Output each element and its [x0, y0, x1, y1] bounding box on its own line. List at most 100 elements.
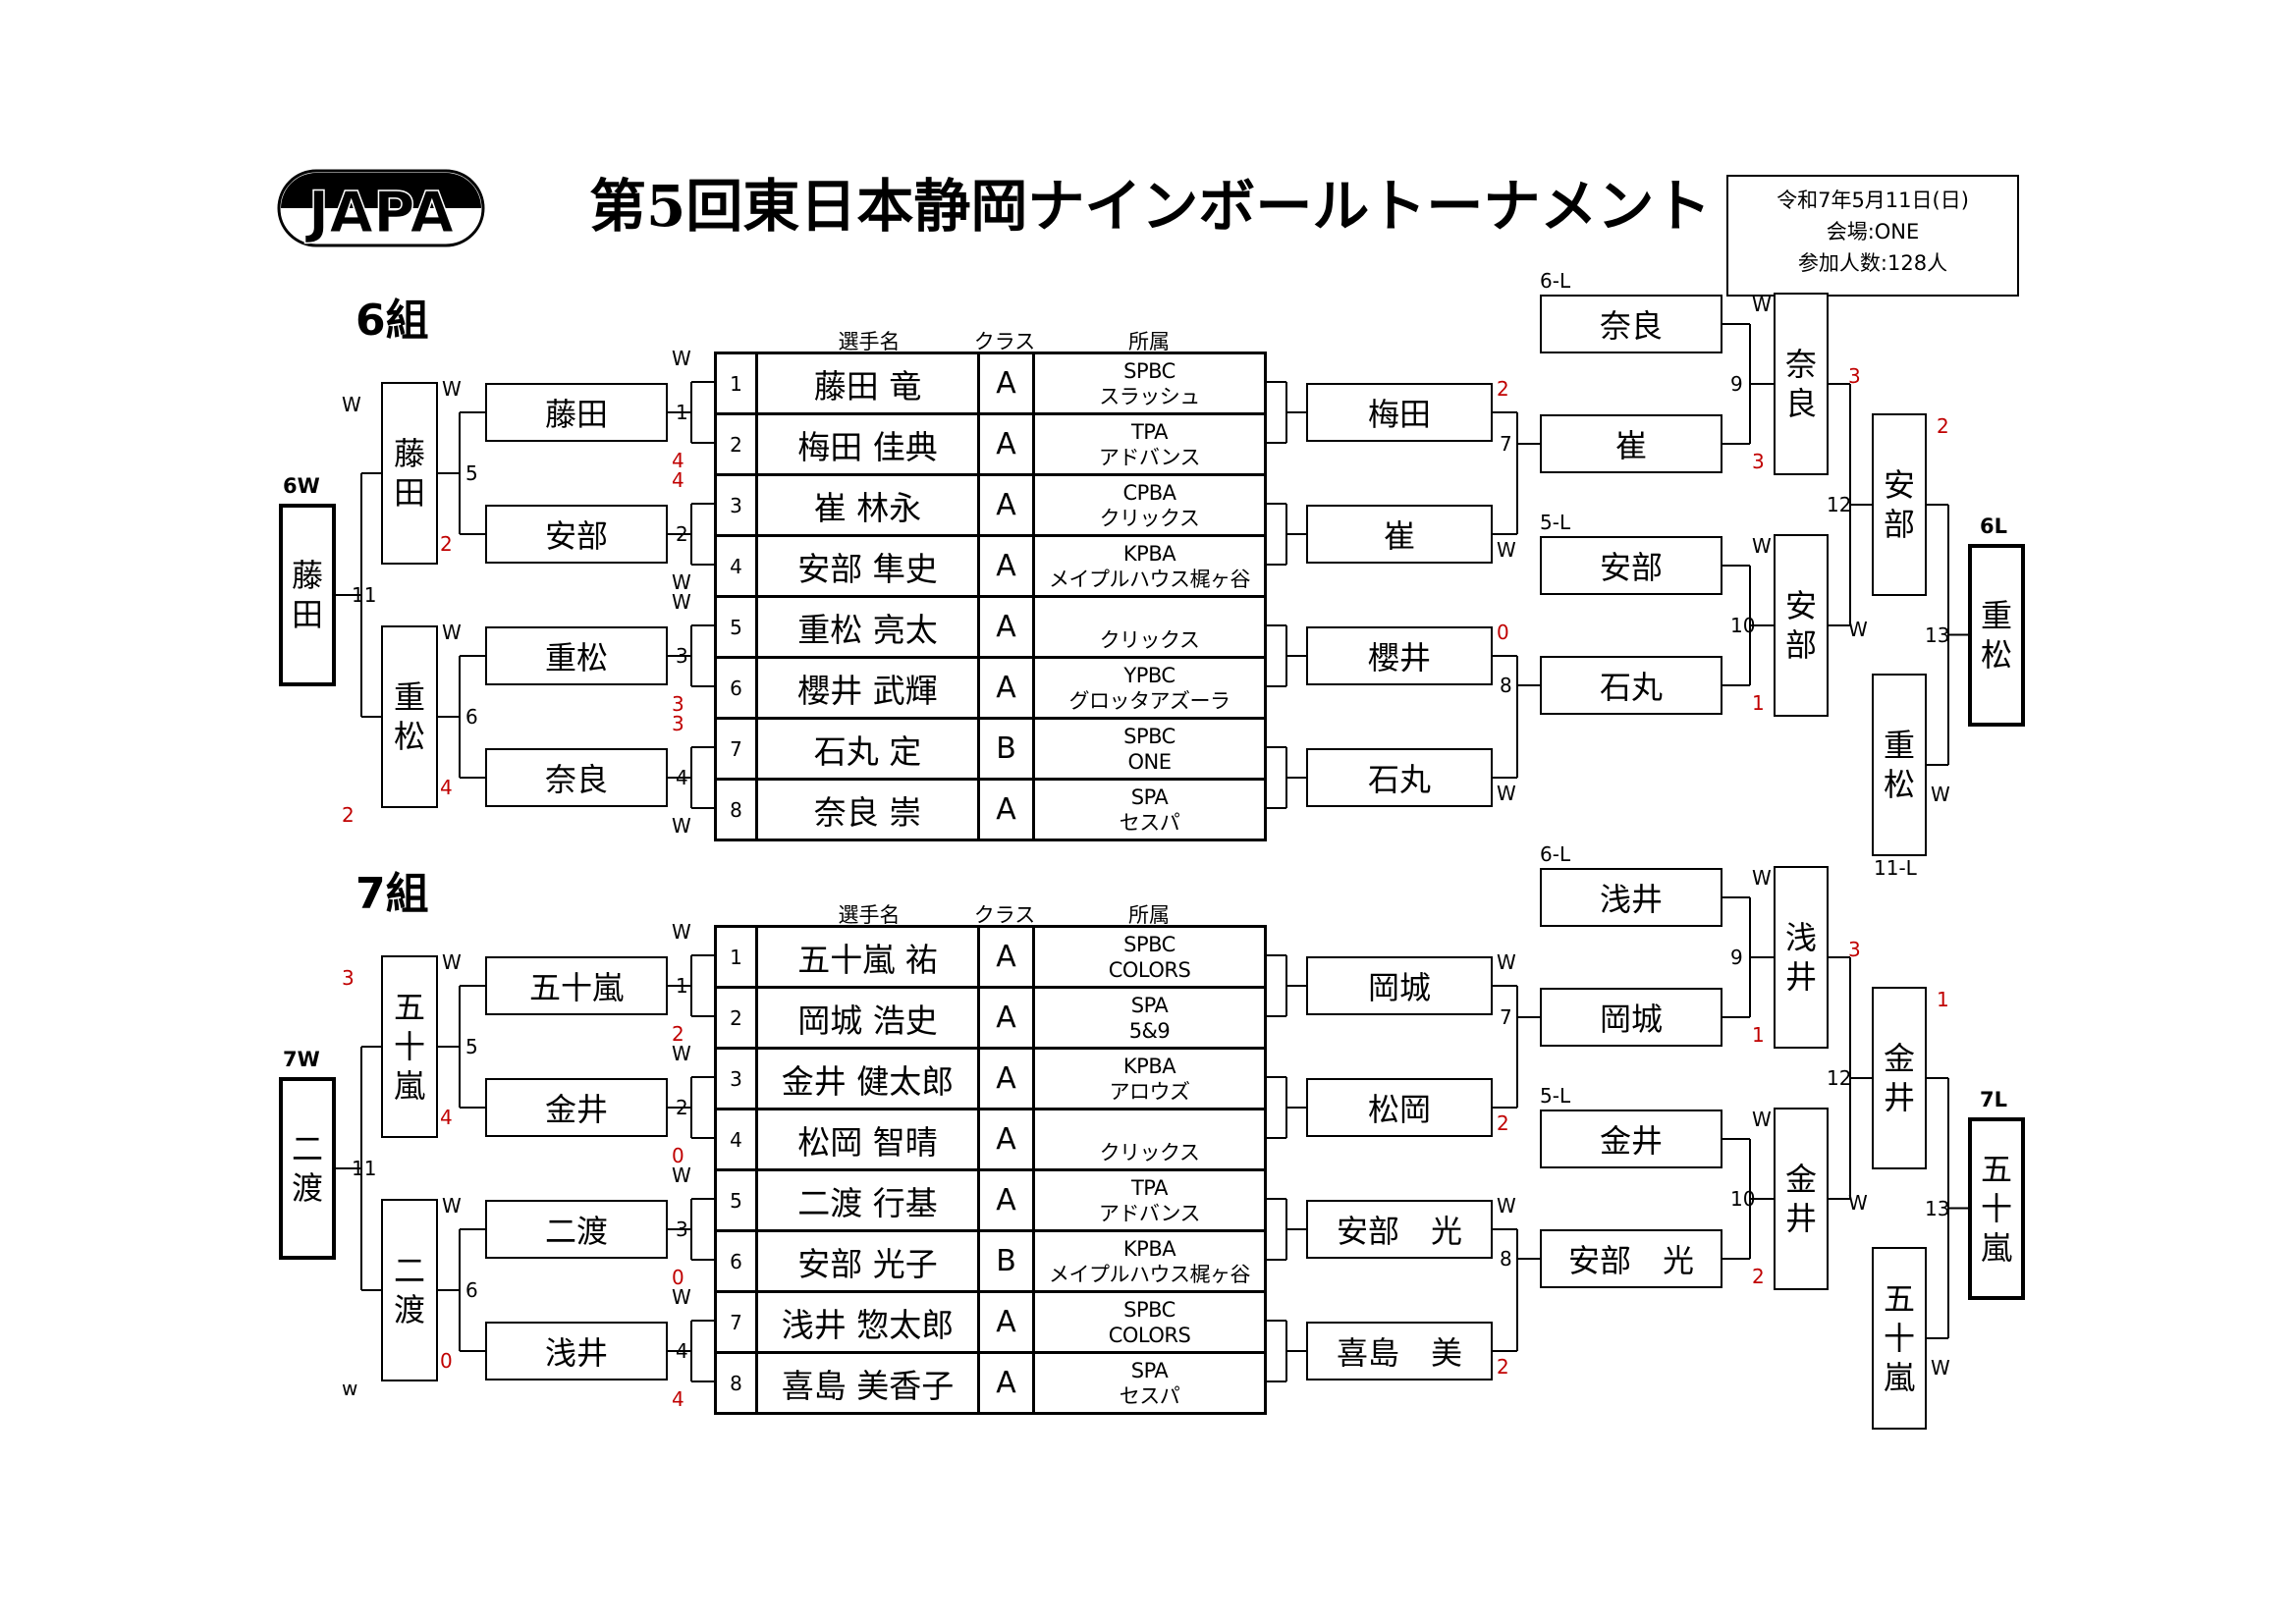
affiliation-team: COLORS — [1108, 957, 1191, 982]
winner-r1-box: 藤田 — [485, 383, 668, 442]
player-class: B — [977, 1229, 1035, 1293]
winner-r1-box: 五十嵐 — [485, 956, 668, 1015]
score-label: W — [1752, 293, 1772, 316]
player-affiliation: クリックス — [1032, 595, 1267, 659]
player-name: 金井 健太郎 — [755, 1047, 980, 1110]
loser-r1-box: 岡城 — [1306, 956, 1493, 1015]
loser-tag: 11-L — [1874, 856, 1917, 880]
score-label: 2 — [672, 1022, 684, 1046]
match-number: 4 — [676, 1339, 688, 1363]
winner-r2-box: 重松 — [381, 625, 438, 808]
score-label: 2 — [1497, 1355, 1509, 1379]
match-number: 10 — [1730, 1187, 1756, 1211]
player-number: 6 — [714, 1229, 758, 1293]
player-number: 4 — [714, 534, 758, 598]
score-label: 0 — [672, 1144, 684, 1167]
score-label: 2 — [440, 532, 453, 556]
match-number: 8 — [1500, 674, 1512, 697]
affiliation-org: KPBA — [1122, 1236, 1176, 1261]
affiliation-team: クリックス — [1099, 627, 1200, 652]
winner-r1-box: 浅井 — [485, 1322, 668, 1380]
loser-r2-box: 安部 光 — [1540, 1229, 1722, 1288]
affiliation-team: スラッシュ — [1099, 384, 1200, 408]
player-class: A — [977, 1047, 1035, 1110]
match-number: 11 — [352, 583, 377, 607]
player-number: 1 — [714, 352, 758, 415]
page-title: 第5回東日本静岡ナインボールトーナメント — [589, 173, 1712, 240]
loser-final-box: 重松 — [1968, 543, 2025, 727]
player-name: 岡城 浩史 — [755, 986, 980, 1050]
score-label: 2 — [1497, 1111, 1509, 1135]
header-affiliation: 所属 — [1128, 903, 1170, 927]
player-number: 4 — [714, 1108, 758, 1171]
affiliation-org: CPBA — [1122, 480, 1176, 505]
score-label: W — [1848, 1191, 1868, 1215]
match-number: 4 — [676, 766, 688, 789]
affiliation-org: SPBC — [1123, 724, 1175, 748]
winner-r2-box: 藤田 — [381, 382, 438, 565]
player-class: A — [977, 1168, 1035, 1232]
event-date: 令和7年5月11日(日) — [1777, 189, 1969, 212]
score-label: 3 — [1848, 364, 1861, 388]
header-class: クラス — [973, 903, 1036, 927]
loser-r4-box: 安部 — [1872, 413, 1927, 596]
loser-r2-box: 石丸 — [1540, 656, 1722, 715]
loser-r3-box: 金井 — [1774, 1108, 1829, 1290]
loser-r2-box: 崔 — [1540, 414, 1722, 473]
score-label: 0 — [1497, 621, 1509, 644]
winner-r2-box: 二渡 — [381, 1199, 438, 1381]
match-number: 5 — [465, 1035, 478, 1058]
player-name: 奈良 崇 — [755, 778, 980, 841]
player-class: A — [977, 352, 1035, 415]
player-number: 3 — [714, 473, 758, 537]
score-label: W — [1497, 1194, 1516, 1218]
player-class: A — [977, 412, 1035, 476]
match-number: 2 — [676, 522, 688, 546]
loser-final-box: 五十嵐 — [1968, 1116, 2025, 1300]
match-number: 12 — [1827, 493, 1852, 516]
affiliation-team: セスパ — [1119, 1383, 1180, 1408]
affiliation-team: アロウズ — [1109, 1079, 1191, 1104]
affiliation-team: アドバンス — [1098, 1201, 1201, 1225]
loser-tag: 6-L — [1540, 842, 1571, 866]
loser-r3-box: 安部 — [1774, 534, 1829, 717]
match-number: 3 — [676, 644, 688, 668]
winner-r1-box: 重松 — [485, 626, 668, 685]
affiliation-team: COLORS — [1108, 1323, 1191, 1347]
match-number: 12 — [1827, 1066, 1852, 1090]
score-label: 4 — [440, 776, 453, 799]
loser-r3-box: 奈良 — [1774, 293, 1829, 475]
player-name: 松岡 智晴 — [755, 1108, 980, 1171]
loser-r2-box: 浅井 — [1540, 868, 1722, 927]
loser-tag: 5-L — [1540, 511, 1571, 534]
player-name: 梅田 佳典 — [755, 412, 980, 476]
match-number: 1 — [676, 974, 688, 998]
match-number: 11 — [352, 1157, 377, 1180]
score-label: W — [442, 377, 462, 401]
score-label: 3 — [672, 712, 684, 735]
player-class: A — [977, 534, 1035, 598]
score-label: W — [1497, 782, 1516, 805]
winner-r1-box: 二渡 — [485, 1200, 668, 1259]
player-number: 5 — [714, 1168, 758, 1232]
loser-r4-box: 重松 — [1872, 674, 1927, 856]
winner-tag: 6W — [283, 474, 320, 498]
match-number: 9 — [1730, 372, 1743, 396]
match-number: 10 — [1730, 614, 1756, 637]
